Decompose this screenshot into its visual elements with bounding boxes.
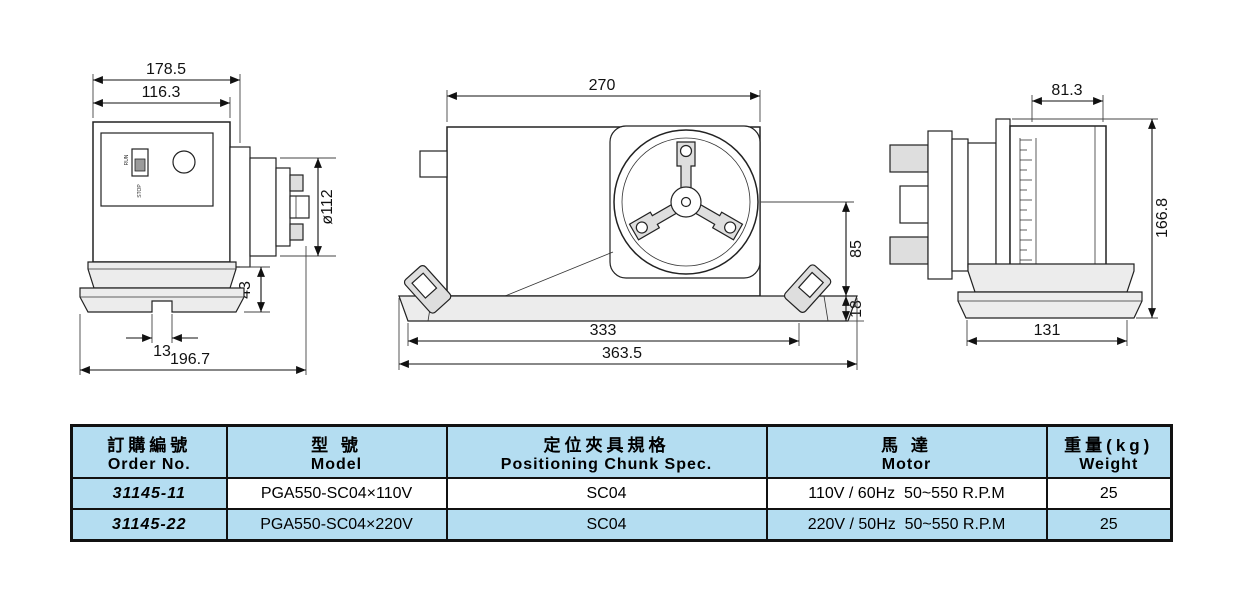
control-panel: [100, 132, 214, 207]
dim-166-8: 166.8: [1012, 118, 1171, 319]
dim-label: 178.5: [146, 61, 186, 78]
header-motor-zh: 馬 達: [881, 436, 932, 455]
header-weight-en: Weight: [1079, 456, 1139, 473]
cell-motor: 220V / 50Hz 50~550 R.P.M: [765, 508, 1048, 542]
dim-label: 131: [1034, 322, 1061, 339]
cell-weight: 25: [1045, 508, 1173, 542]
chuck-jaw: [676, 141, 696, 190]
header-motor-en: Motor: [881, 456, 932, 473]
cell-spec: SC04: [445, 477, 768, 510]
dim-196-7: 196.7: [79, 246, 307, 375]
header-row: 訂購編號 Order No. 型 號 Model 定位夾具規格 Position…: [70, 424, 1173, 479]
cell-model: PGA550-SC04×220V: [225, 508, 448, 542]
cell-model: PGA550-SC04×110V: [225, 477, 448, 510]
header-order-no-zh: 訂購編號: [107, 436, 192, 455]
header-model-en: Model: [310, 456, 363, 473]
dim-label: 116.3: [142, 84, 181, 101]
cell-weight: 25: [1045, 477, 1173, 510]
dim-363-5: 363.5: [398, 298, 858, 370]
chuck-side-profile: [229, 146, 310, 268]
cell-motor: 110V / 60Hz 50~550 R.P.M: [765, 477, 1048, 510]
chuck-face: [613, 129, 759, 275]
dim-178-5: 178.5: [92, 61, 241, 143]
dim-85: 85: [760, 201, 865, 296]
col-header-model: 型 號 Model: [225, 424, 448, 479]
stop-label: STOP: [137, 184, 143, 198]
header-weight-zh: 重量(kg): [1064, 436, 1154, 455]
base-right: [957, 263, 1143, 319]
spec-table: 訂購編號 Order No. 型 號 Model 定位夾具規格 Position…: [70, 424, 1173, 542]
col-header-order-no: 訂購編號 Order No.: [70, 424, 228, 479]
header-order-no-en: Order No.: [107, 456, 191, 473]
col-header-spec: 定位夾具規格 Positioning Chunk Spec.: [445, 424, 768, 479]
dim-131: 131: [966, 320, 1128, 346]
dim-13: 13: [126, 314, 198, 360]
table-row: 31145-22 PGA550-SC04×220V SC04 220V / 50…: [70, 508, 1173, 542]
dim-label: 363.5: [602, 345, 642, 362]
header-spec-en: Positioning Chunk Spec.: [500, 456, 713, 473]
dim-label: 333: [590, 322, 617, 339]
clamp-handle-right: [783, 264, 832, 313]
dim-label: 196.7: [170, 351, 210, 368]
cell-order-no: 31145-22: [70, 508, 228, 542]
dim-81-3: 81.3: [1031, 82, 1104, 122]
left-view: 178.5 116.3 RUN STOP: [79, 61, 336, 375]
dim-label: 18: [848, 300, 865, 318]
dim-label: 166.8: [1154, 198, 1171, 238]
col-header-weight: 重量(kg) Weight: [1045, 424, 1173, 479]
cell-order-no: 31145-11: [70, 477, 228, 510]
clamp-handle-left: [403, 265, 452, 314]
base-side: [79, 261, 245, 313]
panel-knob: [172, 150, 196, 174]
dim-label: 270: [589, 77, 616, 94]
power-switch-rocker: [134, 158, 146, 172]
front-view: 270: [398, 77, 865, 370]
header-model-zh: 型 號: [311, 436, 362, 455]
dim-label: 81.3: [1051, 82, 1082, 99]
dim-333: 333: [407, 322, 800, 346]
right-view: 81.3: [889, 82, 1171, 346]
header-spec-zh: 定位夾具規格: [543, 436, 670, 455]
side-tab: [419, 150, 448, 178]
cell-spec: SC04: [445, 508, 768, 542]
run-label: RUN: [124, 154, 130, 165]
technical-drawing: 178.5 116.3 RUN STOP: [79, 61, 1171, 375]
dim-label: 85: [848, 240, 865, 258]
dim-270: 270: [446, 77, 761, 122]
dim-116-3: 116.3: [93, 84, 231, 118]
dim-label: 13: [153, 343, 171, 360]
chuck-side-profile-right: [889, 130, 969, 280]
dim-18: 18: [842, 296, 865, 322]
adapter-plate: [967, 142, 997, 268]
col-header-motor: 馬 達 Motor: [765, 424, 1048, 479]
graduated-scale: [1019, 138, 1037, 282]
dim-label: ø112: [319, 189, 336, 224]
table-row: 31145-11 PGA550-SC04×110V SC04 110V / 60…: [70, 477, 1173, 510]
dim-chuck-diameter: ø112: [280, 157, 336, 257]
